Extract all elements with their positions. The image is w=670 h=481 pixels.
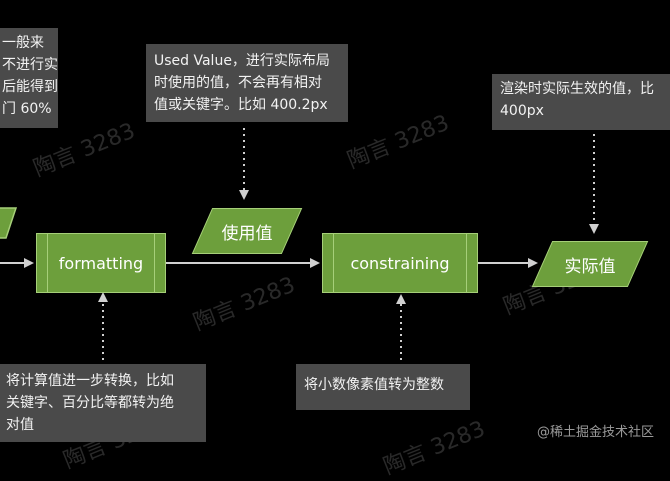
diagram-canvas [0, 128, 599, 360]
note-actual-value: 渲染时实际生效的值，比 400px [492, 74, 670, 130]
note-used-value: Used Value，进行实际布局 时使用的值，不会再有相对 值或关键字。比如 … [146, 44, 348, 122]
node-used-value-label: 使用值 [221, 223, 273, 244]
node-used-value: 使用值 [191, 208, 303, 254]
credit-text: @稀土掘金技术社区 [536, 425, 654, 440]
partial-parallelogram-left [0, 207, 18, 239]
node-actual-value-label: 实际值 [564, 256, 616, 277]
node-formatting: formatting [36, 233, 166, 293]
node-actual-value: 实际值 [531, 241, 649, 287]
node-constraining: constraining [322, 233, 478, 293]
note-constraining-desc: 将小数像素值转为整数 [296, 364, 470, 410]
note-left-top: 一般来 不进行实 后能得到 门 60% [0, 28, 58, 128]
note-formatting-desc: 将计算值进一步转换，比如 关键字、百分比等都转为绝 对值 [0, 364, 206, 442]
